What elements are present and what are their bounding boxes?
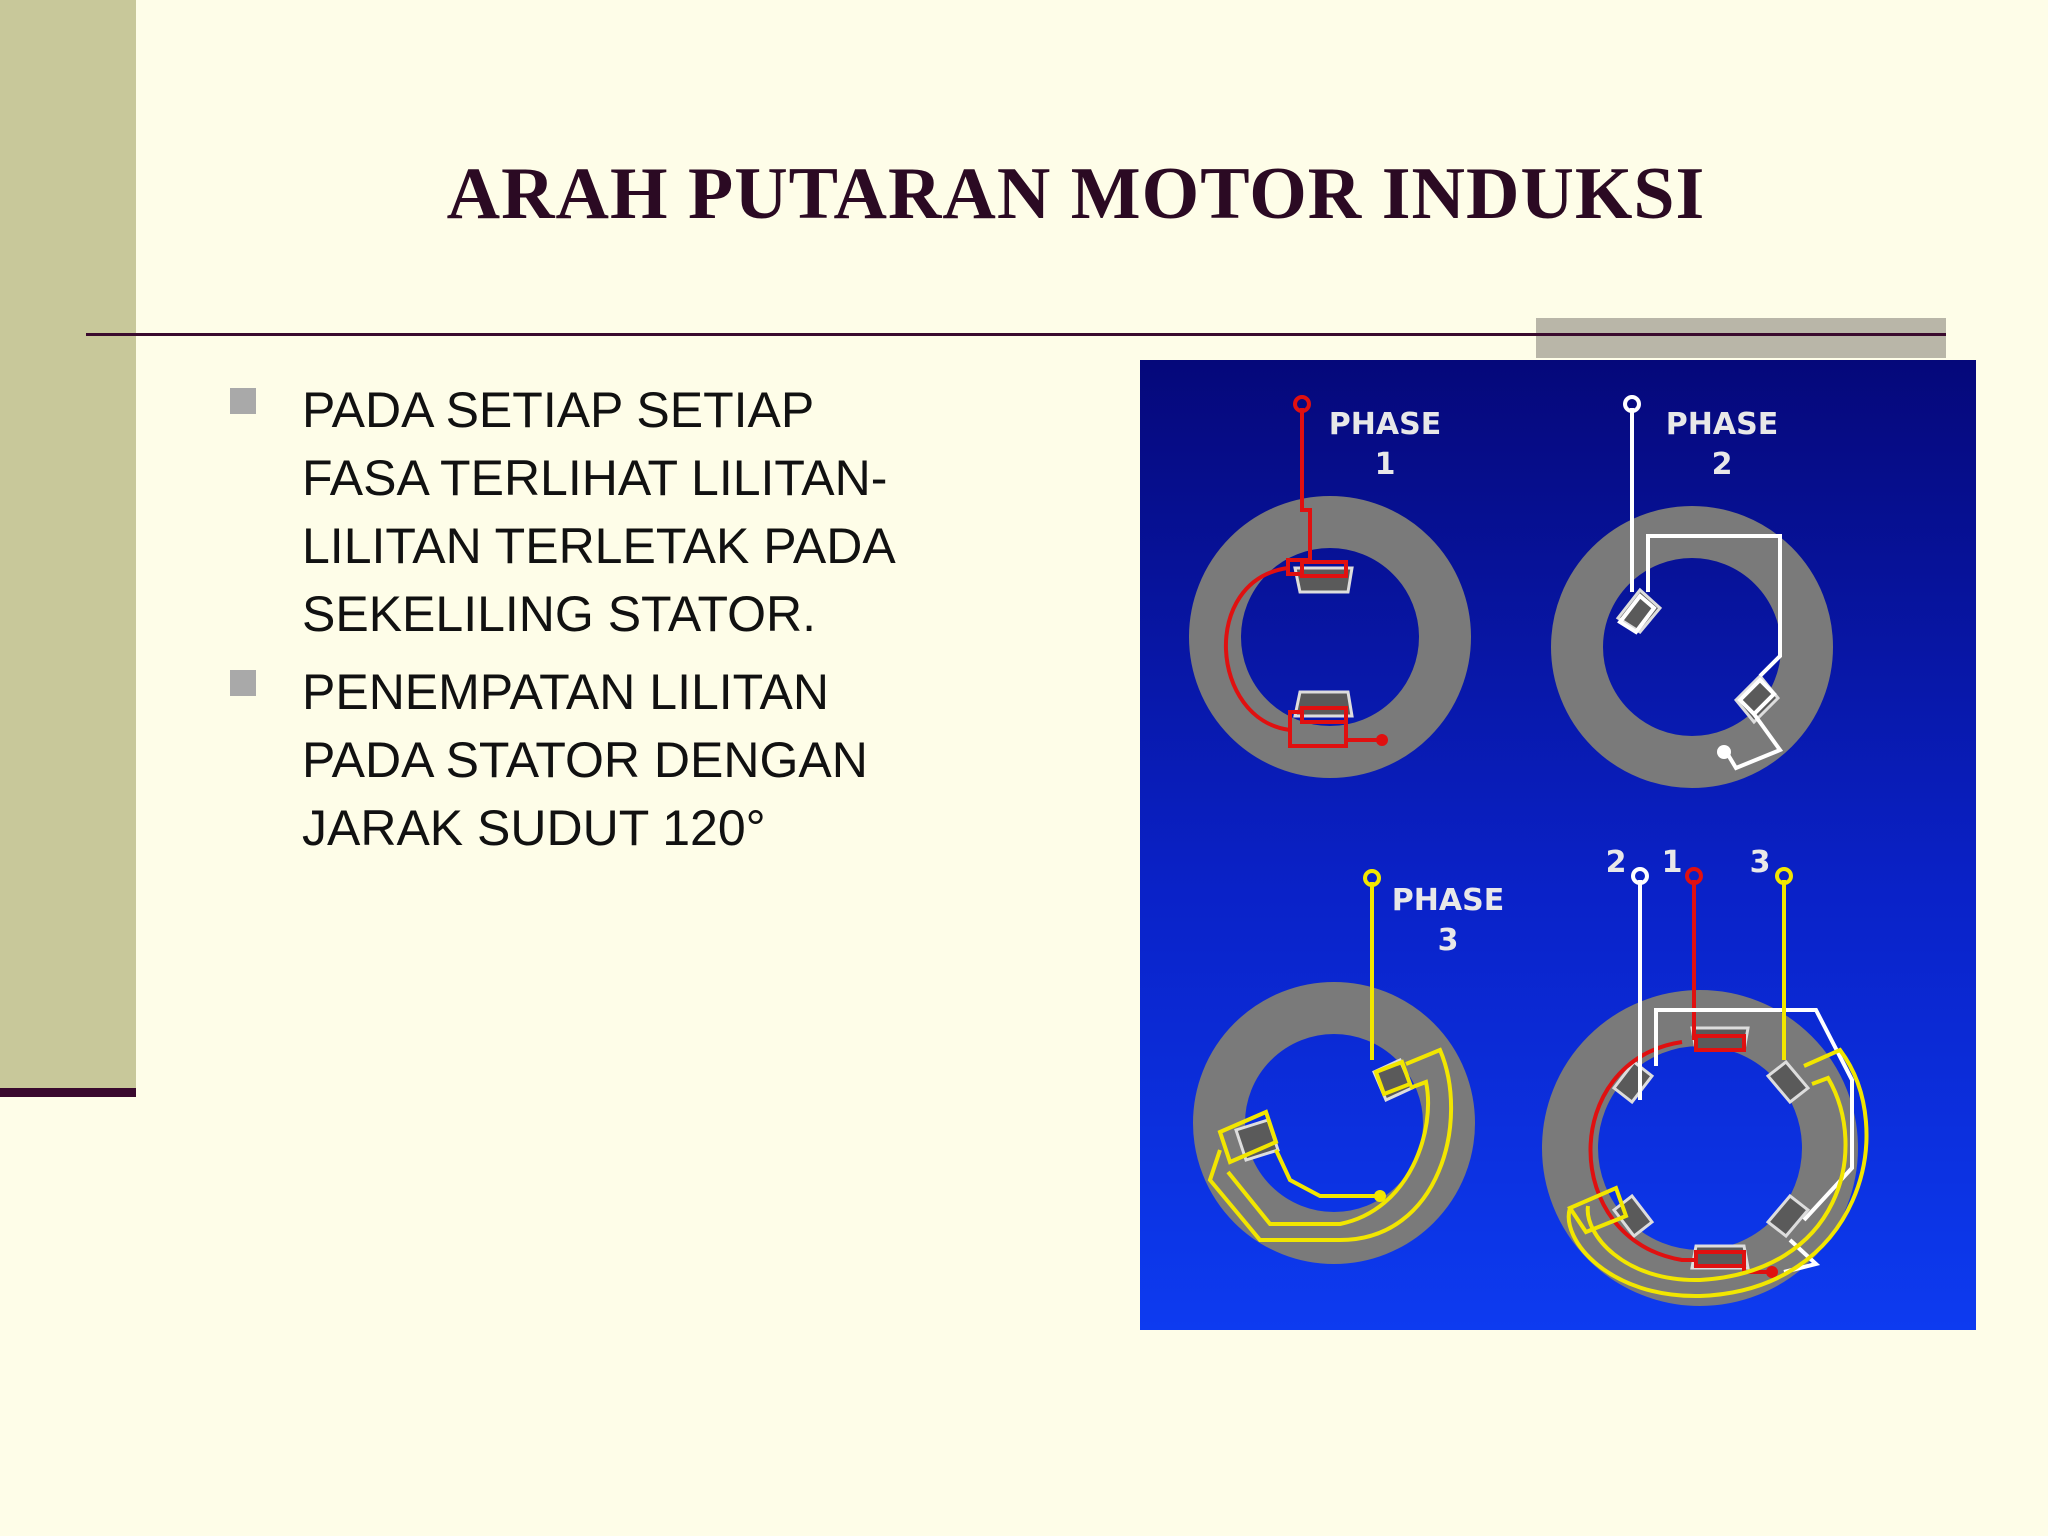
terminal-icon (1293, 395, 1311, 413)
slot-upper-left (1615, 587, 1663, 634)
bullet-list: PADA SETIAP SETIAP FASA TERLIHAT LILITAN… (228, 376, 1028, 862)
coil-bottom (1300, 706, 1348, 724)
bullet-text: PENEMPATAN LILITAN PADA STATOR DENGAN JA… (302, 664, 868, 856)
phase-2-diagram: PHASE 2 (1551, 395, 1833, 788)
neutral-dot-icon (1376, 734, 1388, 746)
bullet-item: PENEMPATAN LILITAN PADA STATOR DENGAN JA… (228, 658, 1028, 862)
phase-1-label: PHASE (1329, 407, 1441, 442)
lead-label-phase-1: 1 (1662, 845, 1683, 880)
stator-ring (1189, 496, 1471, 778)
neutral-dot-icon (1717, 745, 1731, 759)
terminal-icon (1775, 867, 1793, 885)
neutral-dot-icon (1374, 1190, 1386, 1202)
left-band-edge (0, 1088, 136, 1097)
phase-1-diagram: PHASE 1 (1189, 395, 1471, 778)
phase-2-loop (1654, 1008, 1854, 1222)
slot (1690, 1026, 1750, 1052)
phase-3-loop-inner (1585, 1075, 1848, 1283)
phase-2-label: PHASE (1666, 407, 1778, 442)
square-bullet-icon (230, 388, 256, 414)
slot (1611, 1059, 1655, 1105)
combined-phases-diagram: 2 1 3 (1542, 845, 1869, 1306)
phase-3-loop (1566, 1047, 1869, 1299)
square-bullet-icon (230, 670, 256, 696)
phase-1-loop (1224, 566, 1302, 733)
coil-phase-1 (1694, 1034, 1746, 1052)
phase-3-label: PHASE (1392, 883, 1504, 918)
terminal-icon (1631, 867, 1649, 885)
phase-3-return (1274, 1149, 1378, 1198)
divider-accent-line (1536, 333, 1946, 336)
divider-accent-block (1536, 318, 1946, 358)
lead-label-phase-3: 3 (1750, 845, 1771, 880)
phase-3-loop (1207, 1047, 1454, 1242)
phase-3-loop-inner (1226, 1079, 1431, 1226)
stator-winding-diagram: PHASE 1 PHASE 2 (1189, 395, 1869, 1306)
coil-left (1217, 1109, 1279, 1165)
phase-2-number: 2 (1712, 447, 1733, 482)
phase-2-return (1722, 712, 1784, 771)
slot (1765, 1193, 1811, 1239)
phase-3-diagram: PHASE 3 (1193, 869, 1504, 1264)
slide-title: ARAH PUTARAN MOTOR INDUKSI (446, 153, 1706, 235)
coil-upper-left (1617, 593, 1657, 635)
neutral-dot-icon (1766, 1266, 1778, 1278)
coil-upper-right (1373, 1059, 1413, 1097)
lead-label-phase-2: 2 (1606, 845, 1627, 880)
left-decorative-band (0, 0, 136, 1088)
phase-1-lead (1286, 408, 1312, 576)
terminal-icon (1363, 869, 1381, 887)
coil-lower-right (1737, 677, 1777, 717)
title-divider (86, 333, 1946, 336)
stator-winding-figure: PHASE 1 PHASE 2 (1140, 360, 1976, 1330)
stator-ring (1551, 506, 1833, 788)
phase-1-return (1288, 716, 1348, 748)
terminal-icon (1685, 867, 1703, 885)
terminal-icon (1623, 395, 1641, 413)
coil-phase-3 (1567, 1185, 1629, 1235)
phase-1-loop (1588, 1040, 1696, 1262)
bullet-item: PADA SETIAP SETIAP FASA TERLIHAT LILITAN… (228, 376, 1028, 648)
phase-1-number: 1 (1375, 447, 1396, 482)
bullet-text: PADA SETIAP SETIAP FASA TERLIHAT LILITAN… (302, 382, 896, 642)
phase-2-loop (1646, 534, 1782, 678)
phase-3-number: 3 (1438, 923, 1459, 958)
slot (1765, 1059, 1811, 1105)
coil-top (1300, 560, 1348, 578)
